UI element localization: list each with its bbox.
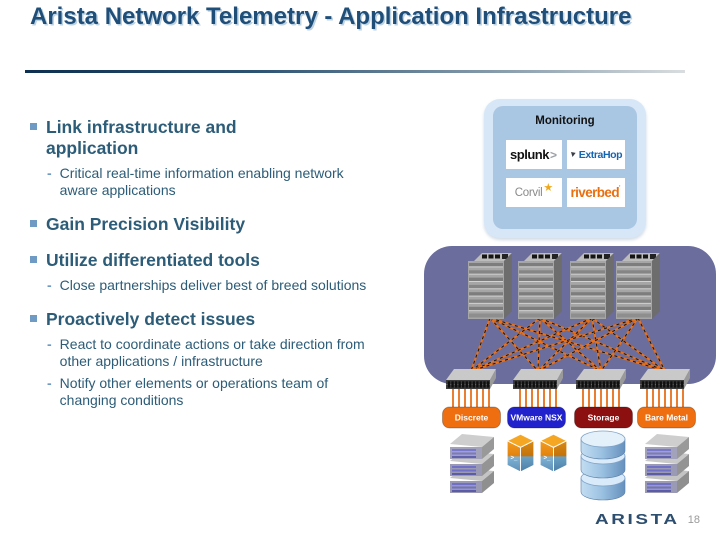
monitoring-logo-grid: splunk> ▼ExtraHop Corvil★ riverbed': [493, 140, 637, 207]
drop-lines: [452, 389, 684, 407]
page-number: 18: [687, 514, 700, 526]
title-underline: [25, 70, 685, 73]
mesh-lines: [470, 317, 666, 372]
leaf-switch-3: [576, 369, 626, 389]
bullet-item-1: Link infrastructure and application: [30, 117, 430, 159]
bullet-text: Utilize differentiated tools: [46, 250, 260, 271]
monitoring-panel-inner: Monitoring splunk> ▼ExtraHop Corvil★ riv…: [493, 106, 637, 229]
bullet-item-3: Utilize differentiated tools: [30, 250, 430, 271]
vm-box-icon: [539, 433, 568, 473]
bullet-item-2: Gain Precision Visibility: [30, 214, 430, 235]
leaf-switch-2: [513, 369, 563, 389]
sub-bullet-item: - React to coordinate actions or take di…: [47, 336, 430, 370]
sub-bullet-item: - Close partnerships deliver best of bre…: [47, 277, 430, 294]
workload-label-vmware-nsx: [507, 406, 566, 429]
dash-bullet-icon: -: [47, 165, 52, 181]
spine-switch-4: [616, 253, 660, 319]
workload-label-text: VMware NSX: [511, 413, 563, 423]
extrahop-logo: ▼ExtraHop: [566, 140, 625, 169]
network-diagram: >_ Discrete VMware NSX Storage Bare Meta…: [424, 246, 716, 501]
server-stack-icon: [450, 434, 494, 493]
workload-label-bare-metal: [637, 406, 696, 429]
vm-box-icon: [506, 433, 535, 473]
square-bullet-icon: [30, 256, 37, 264]
spine-switch-2: [518, 253, 562, 319]
square-bullet-icon: [30, 315, 37, 323]
splunk-chevron-icon: >: [549, 147, 557, 162]
workload-label-text: Storage: [588, 413, 620, 423]
extrahop-icon: ▼: [568, 149, 578, 160]
bullet-text: Link infrastructure and application: [46, 117, 237, 158]
riverbed-logo: riverbed': [566, 178, 625, 207]
dash-bullet-icon: -: [47, 375, 52, 392]
bullet-text: Gain Precision Visibility: [46, 214, 246, 235]
spine-switch-3: [570, 253, 614, 319]
square-bullet-icon: [30, 123, 37, 130]
bullet-list: Link infrastructure and application - Cr…: [30, 102, 430, 415]
server-stack-icon: [645, 434, 689, 493]
dash-bullet-icon: -: [47, 336, 52, 353]
splunk-logo: splunk>: [505, 140, 562, 169]
slide-title: Arista Network Telemetry - Application I…: [30, 3, 632, 30]
corvil-logo: Corvil★: [505, 178, 562, 207]
sub-bullet-text: React to coordinate actions or take dire…: [59, 336, 365, 370]
leaf-switch-1: [446, 369, 496, 389]
sub-bullet-item: - Notify other elements or operations te…: [47, 375, 430, 409]
sub-bullet-text: Close partnerships deliver best of breed…: [59, 277, 367, 294]
corvil-star-icon: ★: [543, 182, 554, 194]
monitoring-panel: Monitoring splunk> ▼ExtraHop Corvil★ riv…: [484, 99, 646, 238]
bullet-item-4: Proactively detect issues: [30, 309, 430, 330]
square-bullet-icon: [30, 220, 37, 228]
sub-bullet-text: Notify other elements or operations team…: [59, 375, 329, 409]
workload-label-discrete: [442, 406, 501, 429]
sub-bullet-text: Critical real-time information enabling …: [59, 165, 344, 199]
workload-label-text: Discrete: [455, 413, 489, 423]
sub-bullet-item: - Critical real-time information enablin…: [47, 165, 430, 199]
monitoring-title: Monitoring: [535, 115, 595, 127]
bullet-text: Proactively detect issues: [46, 309, 256, 330]
workload-label-storage: [574, 406, 633, 429]
workload-label-text: Bare Metal: [645, 413, 688, 423]
leaf-switch-4: [640, 369, 690, 389]
storage-stack-icon: [580, 430, 626, 501]
spine-switch-1: [468, 253, 512, 319]
arista-logo: ARISTA: [595, 511, 680, 528]
dash-bullet-icon: -: [47, 277, 52, 294]
